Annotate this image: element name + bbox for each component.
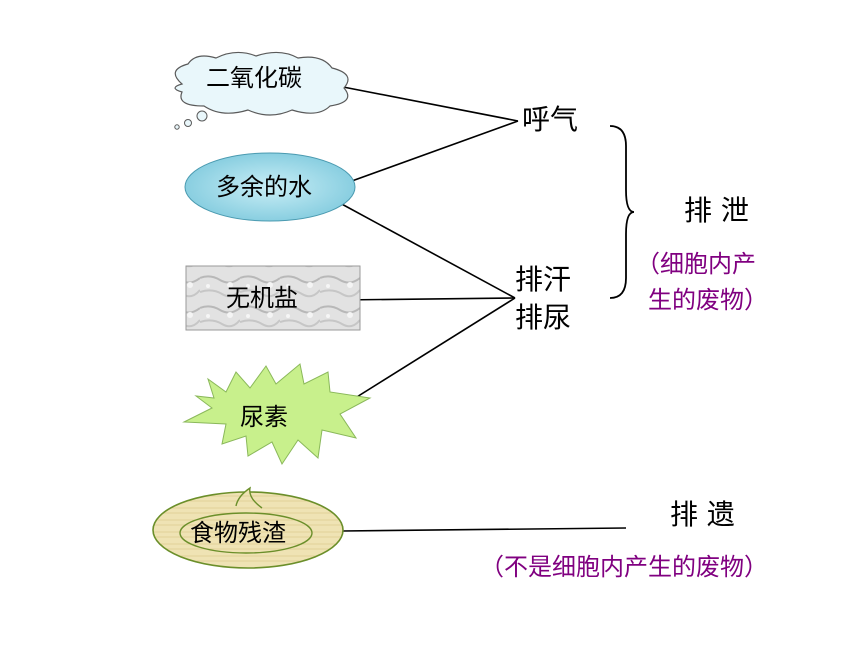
line-food-egestion <box>341 527 627 532</box>
salt-rect-shape <box>185 265 361 331</box>
node-co2-label: 二氧化碳 <box>206 64 302 92</box>
co2-cloud-shape <box>174 51 349 130</box>
node-urea-label: 尿素 <box>240 403 288 431</box>
urea-starburst-shape <box>182 363 372 466</box>
excretion-note-line1: （细胞内产 <box>636 250 756 278</box>
category-egestion-label: 排 遗 <box>670 498 735 531</box>
curly-brace <box>609 125 635 299</box>
water-ellipse-shape <box>184 152 356 222</box>
category-excretion-label: 排 泄 <box>684 194 749 227</box>
line-water-sweat <box>337 201 516 299</box>
line-water-breath <box>337 120 519 187</box>
egestion-note: （不是细胞内产生的废物） <box>480 553 768 581</box>
node-salt-label: 无机盐 <box>226 284 298 312</box>
food-ellipse-shape <box>152 486 344 569</box>
process-sweat-label: 排汗 <box>515 263 572 296</box>
line-salt-sweat <box>337 297 516 301</box>
node-water-label: 多余的水 <box>216 173 312 201</box>
line-co2-breath <box>337 85 519 122</box>
process-breath-label: 呼气 <box>522 103 579 136</box>
node-food-label: 食物残渣 <box>190 519 286 547</box>
excretion-note-line2: 生的废物） <box>648 286 768 314</box>
process-urine-label: 排尿 <box>515 301 572 334</box>
connector-lines <box>327 85 627 532</box>
line-urea-sweat <box>327 297 516 416</box>
